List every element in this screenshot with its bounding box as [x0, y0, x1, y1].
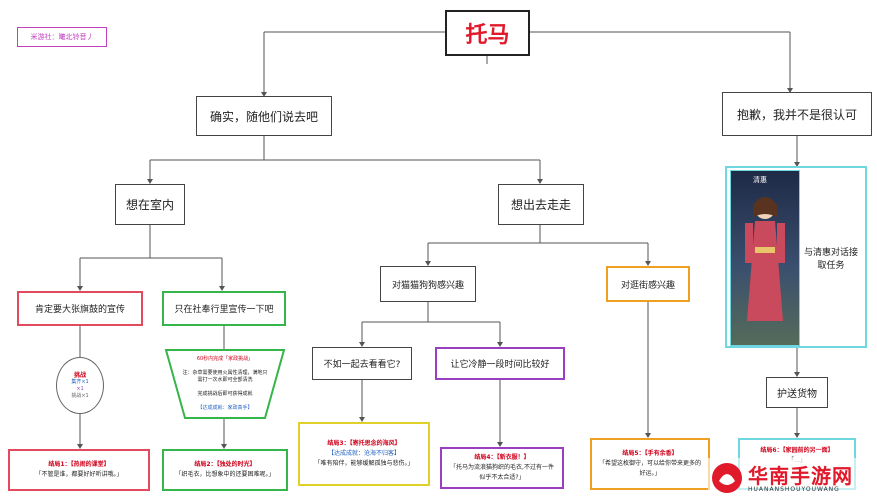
trapezoid-content: 60秒内完成「家政挑战」 注：杂草需要使用火属性清理，满地只需打一次水即可全部清…	[176, 352, 274, 416]
choice-outdoor: 想出去走走	[498, 184, 584, 225]
choice-go-see: 不如一起去看看它?	[312, 347, 412, 380]
choice-pets-label: 对猫猫狗狗感兴趣	[391, 280, 464, 291]
trapezoid-line-3: 完成挑战后即可获得成就	[197, 391, 253, 398]
challenge-line-2: ×1	[76, 385, 84, 392]
qinghui-note-text: 与清惠对话接取任务	[803, 248, 858, 271]
ending-4-text: 「托马为流浪猫狗织的毛衣,不过有一件似乎不太合适?」	[450, 464, 554, 481]
qinghui-note: 与清惠对话接取任务	[800, 240, 862, 276]
author-tag-text: 米游社：曦北铃音丿	[30, 33, 94, 41]
choice-outdoor-label: 想出去走走	[510, 198, 571, 212]
ending-1-text: 「不管是谁，都要好好听讲哦。」	[35, 471, 123, 478]
watermark-cn: 华南手游网	[748, 464, 853, 488]
choice-disagree: 抱歉，我并不是很认可	[722, 92, 872, 136]
ending-card-1: 结局1：【热闹的课堂】 「不管是谁，都要好好听讲哦。」	[8, 449, 150, 491]
ending-4-title: 结局4：【新衣服！】	[474, 454, 530, 461]
character-figure-icon	[745, 197, 785, 321]
watermark-en: HUANANSHOUYOUWANG	[748, 486, 840, 493]
root-label: 托马	[465, 23, 510, 48]
ending-2-text: 「织毛衣，比想象中的还要困难呢。」	[175, 471, 275, 478]
choice-indoor-label: 想在室内	[125, 198, 174, 212]
escort-node: 护送货物	[766, 377, 828, 408]
trapezoid-line-2: 注：杂草需要使用火属性清理，满地只需打一次水即可全部清洗	[182, 369, 268, 383]
watermark: 华南手游网 HUANANSHOUYOUWANG	[708, 458, 874, 498]
choice-promote-big-label: 肯定要大张旗鼓的宣传	[34, 305, 125, 315]
ending-5-title: 结局5：【手有余香】	[622, 450, 678, 457]
ending-card-5: 结局5：【手有余香】 「希望这枚御守，可以给你带来更多的好运。」	[590, 438, 710, 490]
choice-indoor: 想在室内	[115, 184, 185, 225]
choice-go-see-label: 不如一起去看看它?	[323, 360, 401, 370]
ending-6-title: 结局6：【家园前的另一面】	[760, 447, 834, 454]
ending-card-2: 结局2：【独处的时光】 「织毛衣，比想象中的还要困难呢。」	[162, 449, 288, 491]
ending-card-4: 结局4：【新衣服！】 「托马为流浪猫狗织的毛衣,不过有一件似乎不太合适?」	[440, 447, 564, 489]
ending-1-title: 结局1：【热闹的课堂】	[48, 461, 110, 468]
choice-promote-big: 肯定要大张旗鼓的宣传	[17, 291, 143, 326]
challenge-line-3: 挑战×1	[71, 392, 89, 399]
qinghui-name: 清惠	[753, 176, 767, 184]
trapezoid-line-4: 【达成成就：家政高手】	[197, 405, 253, 412]
trapezoid-line-1: 60秒内完成「家政挑战」	[196, 355, 254, 362]
choice-shopping: 对逛街感兴趣	[606, 266, 690, 302]
challenge-title: 挑战	[73, 371, 86, 379]
choice-agree: 确实，随他们说去吧	[196, 96, 332, 136]
choice-promote-small: 只在社奉行里宣传一下吧	[162, 291, 286, 326]
choice-agree-label: 确实，随他们说去吧	[209, 109, 318, 124]
choice-shopping-label: 对逛街感兴趣	[620, 280, 675, 291]
root-node: 托马	[445, 10, 530, 56]
qinghui-portrait: 清惠	[730, 170, 800, 346]
ending-5-text: 「希望这枚御守，可以给你带来更多的好运。」	[598, 460, 701, 477]
author-tag: 米游社：曦北铃音丿	[17, 27, 107, 47]
challenge-circle: 挑战 集齐×1 ×1 挑战×1	[56, 357, 104, 414]
challenge-line-1: 集齐×1	[71, 378, 89, 385]
choice-pets: 对猫猫狗狗感兴趣	[380, 266, 476, 302]
watermark-logo-icon	[712, 463, 742, 493]
ending-card-3: 结局3：【寄托思念的海风】 【达成成就：沧海不归客】 「唯有陪伴，能够缓解孤独与…	[298, 422, 430, 486]
ending-3-text: 「唯有陪伴，能够缓解孤独与悲伤。」	[314, 460, 414, 467]
choice-calm-down: 让它冷静一段时间比较好	[435, 347, 565, 380]
ending-3-title: 结局3：【寄托思念的海风】	[327, 440, 401, 447]
ending-2-title: 结局2：【独处的时光】	[194, 461, 256, 468]
choice-calm-down-label: 让它冷静一段时间比较好	[450, 360, 550, 370]
choice-disagree-label: 抱歉，我并不是很认可	[736, 107, 857, 122]
ending-3-sub: 【达成成就：沧海不归客】	[327, 450, 400, 457]
escort-label: 护送货物	[777, 389, 817, 400]
choice-promote-small-label: 只在社奉行里宣传一下吧	[174, 305, 274, 315]
